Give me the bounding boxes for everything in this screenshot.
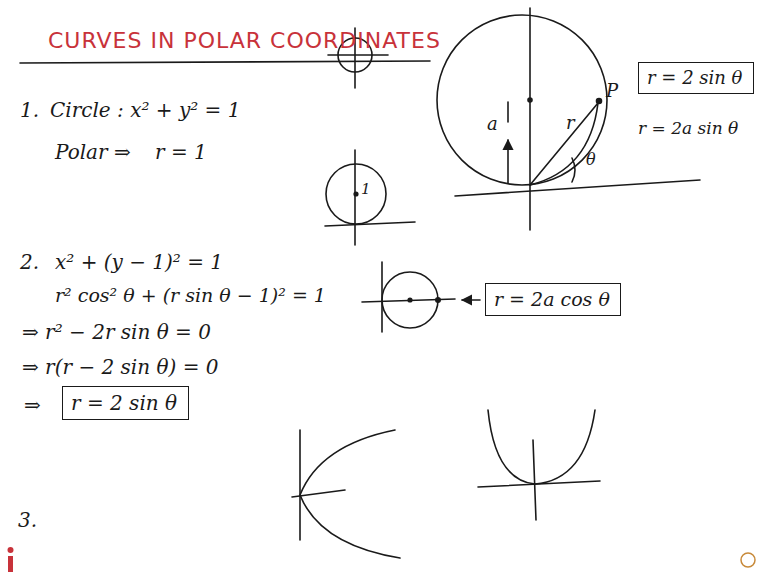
- x-axis: [362, 299, 455, 302]
- y-axis: [533, 440, 536, 520]
- boxed-result: r = 2 sin θ: [62, 386, 189, 420]
- boxed-result: r = 2a cos θ: [485, 283, 621, 316]
- cos-circle: [382, 272, 438, 328]
- label: x² + (y − 1)² = 1: [55, 250, 223, 274]
- shifted-circle: [326, 164, 386, 224]
- label: Polar ⇒: [55, 140, 131, 164]
- center-dot: [528, 98, 532, 102]
- label: r = 1: [155, 140, 207, 164]
- x-axis: [328, 54, 388, 56]
- chord-curve: [530, 103, 598, 185]
- radius-arrow: [507, 140, 509, 183]
- label: 1: [361, 180, 371, 198]
- page-title: CURVES IN POLAR COORDINATES: [48, 28, 441, 53]
- theta-arc: [572, 158, 575, 182]
- label: 1.: [20, 98, 39, 122]
- label: θ: [586, 150, 596, 169]
- parabola: [488, 410, 595, 484]
- center-dot: [408, 298, 412, 302]
- label: ⇒ r² − 2r sin θ = 0: [22, 320, 211, 344]
- label: r² cos² θ + (r sin θ − 1)² = 1: [55, 284, 326, 307]
- corner-icon: [741, 553, 755, 567]
- equation: r = 2a cos θ: [494, 288, 612, 311]
- large-circle: [437, 15, 607, 185]
- logo: [8, 547, 756, 572]
- label: ⇒ r(r − 2 sin θ) = 0: [22, 355, 219, 379]
- boxed-result: r = 2 sin θ: [638, 62, 754, 94]
- x-axis: [455, 180, 700, 196]
- y-axis: [299, 430, 301, 540]
- equation: r = 2 sin θ: [71, 391, 180, 415]
- radius-arrow: [507, 102, 509, 122]
- parabola: [300, 430, 400, 558]
- center-dot: [354, 192, 358, 196]
- y-axis: [529, 8, 531, 230]
- label: r = 2a sin θ: [638, 118, 738, 138]
- label: 2.: [20, 250, 39, 274]
- logo-mark: [8, 547, 14, 553]
- label: Circle : x² + y² = 1: [50, 98, 240, 122]
- label: ⇒: [24, 393, 41, 417]
- label: 3.: [18, 508, 37, 532]
- title-underline: [20, 61, 430, 63]
- radius-line: [530, 103, 598, 185]
- logo-mark: [8, 556, 13, 572]
- label: P: [606, 80, 618, 102]
- pointer-arrow: [462, 299, 480, 301]
- point-dot: [436, 298, 440, 302]
- point-p: [597, 99, 602, 104]
- label: a: [487, 113, 498, 135]
- equation: r = 2 sin θ: [647, 67, 745, 89]
- x-axis: [325, 222, 415, 226]
- label: r: [566, 112, 575, 134]
